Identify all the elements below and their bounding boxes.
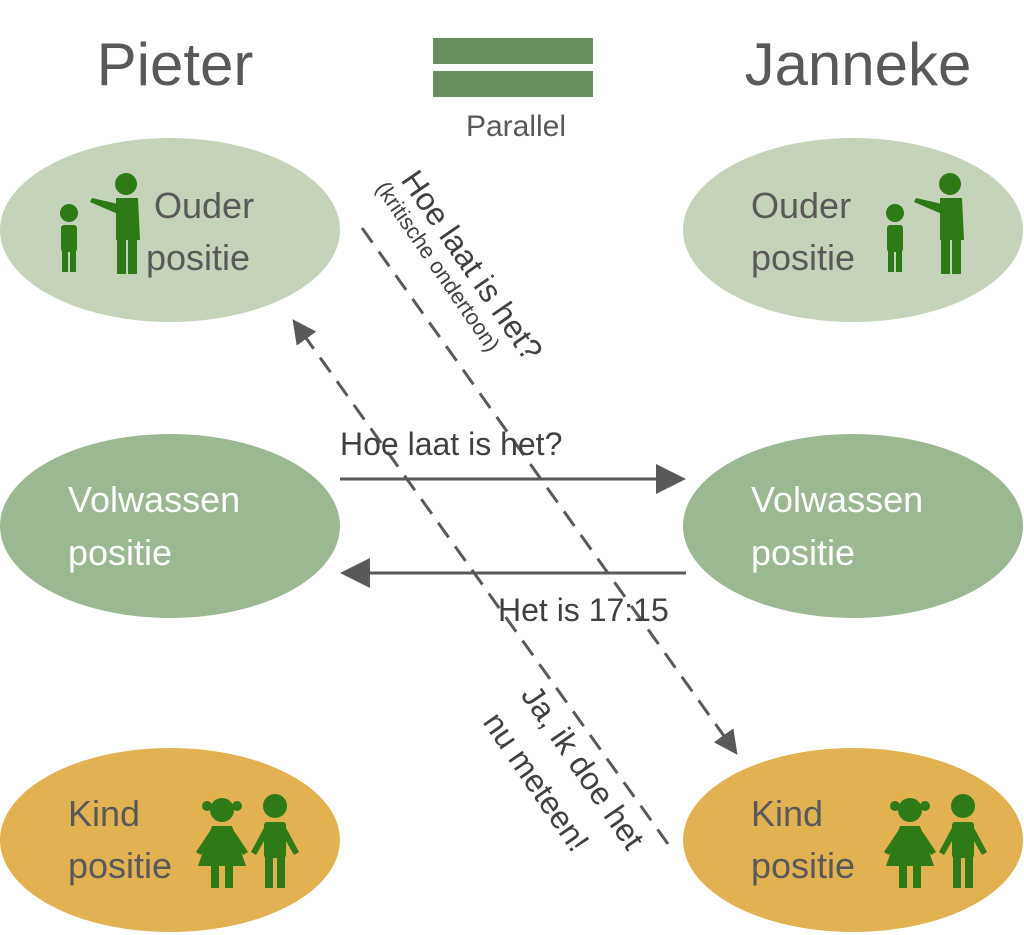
janneke-child-node <box>683 748 1023 932</box>
pieter-parent-line1: Ouder <box>154 185 254 226</box>
pieter-parent-node <box>0 138 340 322</box>
pieter-child-line2: positie <box>68 845 172 886</box>
janneke-adult-line1: Volwassen <box>751 479 923 520</box>
child-to-parent-arrow <box>292 319 670 845</box>
janneke-adult-line2: positie <box>751 532 855 573</box>
janneke-parent-line2: positie <box>751 237 855 278</box>
janneke-parent-line1: Ouder <box>751 185 851 226</box>
legend-label: Parallel <box>466 110 566 143</box>
pieter-child-node <box>0 748 340 932</box>
two-children-icon <box>884 794 987 888</box>
janneke-child-line2: positie <box>751 845 855 886</box>
person-right-label: Janneke <box>745 31 972 98</box>
legend-bar-bottom <box>433 71 593 97</box>
legend-bar-top <box>433 38 593 64</box>
person-left-label: Pieter <box>97 31 254 98</box>
two-children-icon <box>196 794 299 888</box>
legend-parallel: Parallel <box>433 38 593 143</box>
adult-request-text: Hoe laat is het? <box>340 426 562 462</box>
pieter-child-line1: Kind <box>68 793 140 834</box>
pieter-adult-node <box>0 434 340 618</box>
janneke-adult-node <box>683 434 1023 618</box>
parent-to-child-arrow <box>360 227 738 755</box>
parent-child-icon <box>60 173 140 274</box>
parent-child-icon <box>886 173 964 274</box>
pieter-adult-line1: Volwassen <box>68 479 240 520</box>
janneke-child-line1: Kind <box>751 793 823 834</box>
pieter-adult-line2: positie <box>68 532 172 573</box>
pieter-parent-line2: positie <box>146 237 250 278</box>
adult-reply-text: Het is 17:15 <box>498 592 669 628</box>
janneke-parent-node <box>683 138 1023 322</box>
